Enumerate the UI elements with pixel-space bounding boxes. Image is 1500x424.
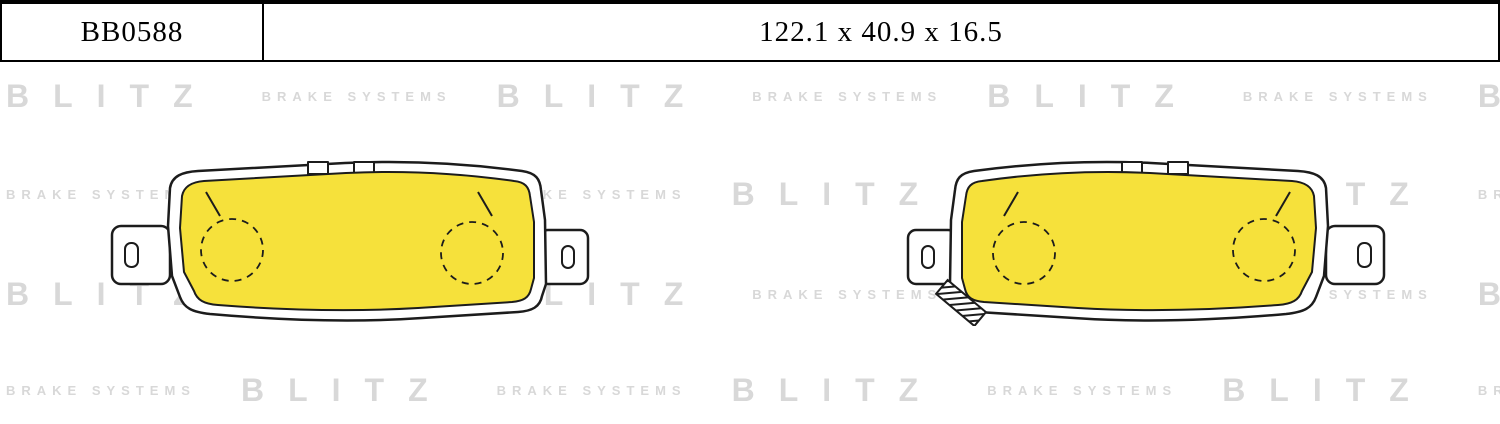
- watermark-brand-text: BLITZ: [987, 77, 1198, 114]
- pad-dimensions: 122.1 x 40.9 x 16.5: [759, 15, 1003, 48]
- watermark-tagline-text: BRAKE SYSTEMS: [261, 88, 452, 104]
- watermark-brand-text: BLITZ: [1222, 371, 1433, 408]
- watermark-brand-text: BLITZ: [240, 371, 452, 408]
- watermark-brand-text: BLITZ: [731, 371, 943, 408]
- brake-pad-shape: [110, 160, 590, 322]
- watermark-row: BRAKE SYSTEMS BLITZ BRAKE SYSTEMS BLITZ BRAK…: [6, 370, 1500, 410]
- brake-pad-drawing-right: [906, 160, 1386, 326]
- watermark-tagline-text: BRAKE SYSTEMS: [496, 382, 687, 398]
- wear-indicator-clip: [934, 278, 988, 326]
- watermark-tagline-text: BRAKE SYSTEMS: [1477, 382, 1500, 398]
- watermark-tagline-text: BRAKE SYSTEMS: [987, 382, 1178, 398]
- watermark-row: BLITZ BRAKE SYSTEMS BLITZ BRAKE SYSTEMS BLIT…: [6, 76, 1500, 116]
- brake-pad-drawing-left: [110, 160, 590, 322]
- watermark-tagline-text: BRAKE SYSTEMS: [1477, 186, 1500, 202]
- watermark-brand-text: BLITZ: [1478, 276, 1500, 313]
- watermark-tagline-text: BRAKE SYSTEMS: [752, 88, 943, 104]
- watermark-brand-text: BLITZ: [1478, 78, 1500, 115]
- watermark-tagline-text: BRAKE SYSTEMS: [6, 382, 196, 398]
- brake-pad-shape: [906, 160, 1386, 322]
- watermark-tagline-text: BRAKE SYSTEMS: [1242, 88, 1433, 104]
- watermark-brand-text: BLITZ: [6, 77, 217, 114]
- part-number: BB0588: [2, 4, 264, 60]
- watermark-brand-text: BLITZ: [496, 77, 708, 114]
- header-bar: BB0588 122.1 x 40.9 x 16.5: [0, 0, 1500, 62]
